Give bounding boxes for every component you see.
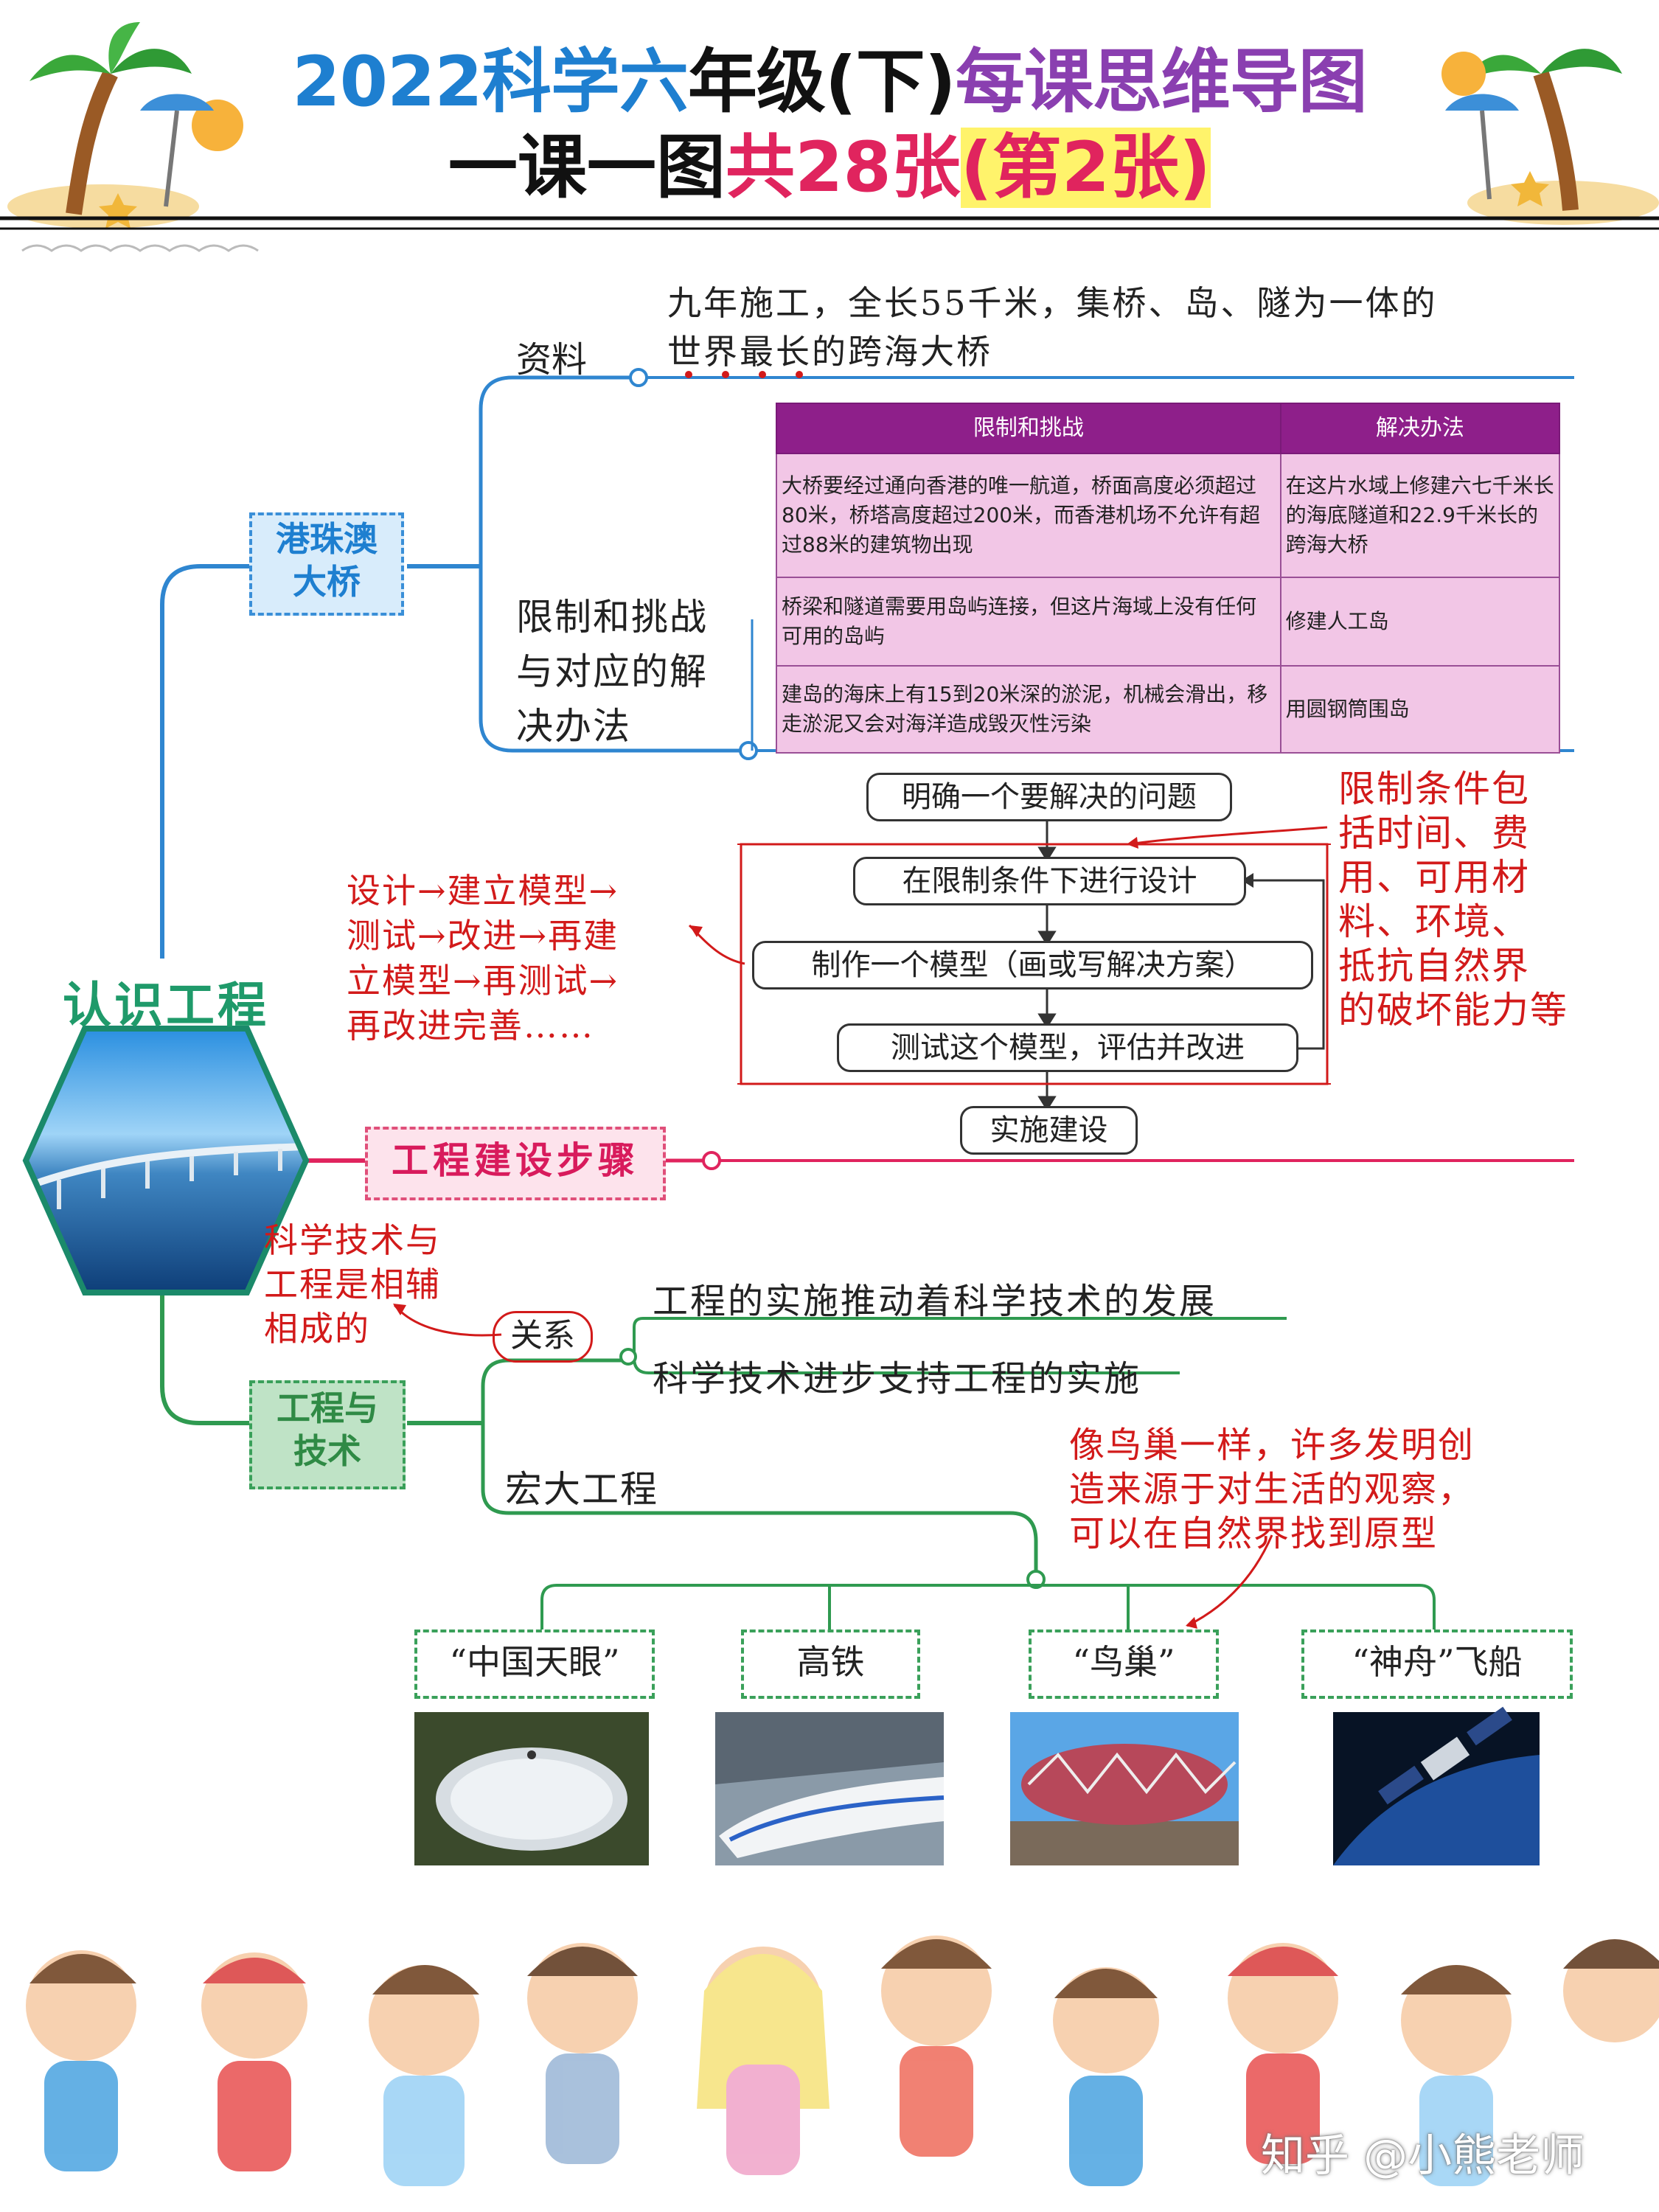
flow-step-build-model: 制作一个模型（画或写解决方案）: [752, 941, 1313, 990]
flow-step-implement: 实施建设: [960, 1106, 1138, 1155]
big-projects-label: 宏大工程: [505, 1468, 658, 1511]
info-text: 九年施工，全长55千米，集桥、岛、隧为一体的 世界最长的跨海大桥: [667, 279, 1438, 376]
table-row: 建岛的海床上有15到20米深的淤泥，机械会滑出，移走淤泥又会对海洋造成毁灭性污染…: [776, 665, 1561, 754]
table-row: 桥梁和隧道需要用岛屿连接，但这片海域上没有任何可用的岛屿 修建人工岛: [776, 577, 1561, 667]
title-line-1: 2022科学六年级(下)每课思维导图: [0, 38, 1659, 127]
birds-nest-note: 像鸟巢一样，许多发明创 造来源于对生活的观察， 可以在自然界找到原型: [1069, 1425, 1475, 1554]
table-cell-challenge: 建岛的海床上有15到20米深的淤泥，机械会滑出，移走淤泥又会对海洋造成毁灭性污染: [776, 665, 1281, 754]
bridge-hexagon-image: [22, 1026, 310, 1295]
relation-item: 工程的实施推动着科学技术的发展: [653, 1281, 1217, 1322]
project-high-speed-rail: 高铁: [741, 1630, 920, 1699]
table-cell-solution: 在这片水域上修建六七千米长的海底隧道和22.9千米长的跨海大桥: [1279, 453, 1561, 578]
project-fast-telescope: “中国天眼”: [414, 1630, 655, 1699]
constraints-note: 限制条件包 括时间、费 用、可用材 料、环境、 抵抗自然界 的破坏能力等: [1338, 768, 1568, 1032]
table-cell-challenge: 桥梁和隧道需要用岛屿连接，但这片海域上没有任何可用的岛屿: [776, 577, 1281, 667]
flow-step-design: 在限制条件下进行设计: [853, 857, 1246, 905]
project-shenzhou: “神舟”飞船: [1301, 1630, 1573, 1699]
birds-nest-photo: [1010, 1712, 1239, 1865]
shenzhou-spacecraft-photo: [1333, 1706, 1540, 1865]
info-label: 资料: [516, 339, 588, 380]
limits-label: 限制和挑战 与对应的解 决办法: [516, 596, 708, 748]
challenges-table: 限制和挑战 解决办法 大桥要经过通向香港的唯一航道，桥面高度必须超过80米，桥塔…: [776, 403, 1561, 754]
title-index: (第2张): [960, 128, 1211, 208]
table-row: 大桥要经过通向香港的唯一航道，桥面高度必须超过80米，桥塔高度超过200米，而香…: [776, 453, 1561, 578]
table-cell-solution: 用圆钢筒围岛: [1279, 665, 1561, 754]
table-cell-challenge: 大桥要经过通向香港的唯一航道，桥面高度必须超过80米，桥塔高度超过200米，而香…: [776, 453, 1281, 578]
table-header-solution: 解决办法: [1279, 403, 1561, 454]
relation-label: 关系: [493, 1311, 593, 1363]
palm-tree-left-icon: [7, 22, 243, 229]
title-total: 共28张: [725, 128, 961, 208]
steps-node[interactable]: 工程建设步骤: [365, 1127, 666, 1200]
watermark: 知乎 @小熊老师: [1261, 2130, 1585, 2182]
table-header-challenge: 限制和挑战: [776, 403, 1281, 454]
flow-step-define-problem: 明确一个要解决的问题: [866, 773, 1232, 821]
project-birds-nest: “鸟巢”: [1029, 1630, 1219, 1699]
fast-telescope-photo: [414, 1712, 649, 1865]
title-line-2: 一课一图共28张(第2张): [0, 124, 1659, 212]
table-header-row: 限制和挑战 解决办法: [776, 403, 1561, 454]
center-topic: 认识工程: [63, 977, 269, 1034]
title-one-per-lesson: 一课一图: [448, 128, 726, 208]
title-term: 年级(下): [687, 42, 956, 122]
iteration-note: 设计→建立模型→ 测试→改进→再建 立模型→再测试→ 再改进完善……: [347, 871, 619, 1046]
table-cell-solution: 修建人工岛: [1279, 577, 1561, 667]
relation-item: 科学技术进步支持工程的实施: [653, 1358, 1142, 1399]
info-text-line-1: 九年施工，全长55千米，集桥、岛、隧为一体的: [667, 283, 1438, 323]
palm-tree-right-icon: [1441, 49, 1659, 225]
high-speed-rail-photo: [715, 1712, 945, 1865]
title-grade: 2022科学六: [292, 42, 689, 122]
bridge-node[interactable]: 港珠澳 大桥: [249, 512, 404, 616]
cartoon-kids-decoration: [26, 1935, 1659, 2186]
emphasis-dots: [685, 371, 803, 378]
info-text-line-2: 世界最长的跨海大桥: [667, 332, 992, 372]
title-mindmap: 每课思维导图: [955, 42, 1368, 122]
relation-note: 科学技术与 工程是相辅 相成的: [264, 1220, 441, 1349]
engineering-tech-node[interactable]: 工程与 技术: [249, 1380, 406, 1489]
flow-step-test-improve: 测试这个模型，评估并改进: [837, 1023, 1298, 1072]
